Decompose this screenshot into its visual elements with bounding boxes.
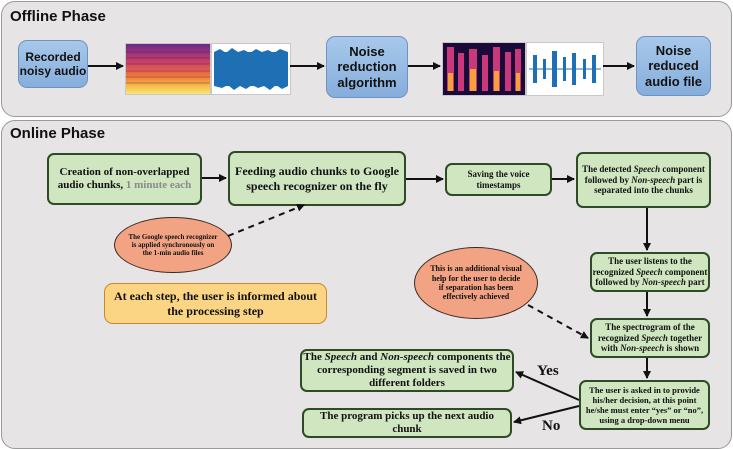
yes-label: Yes <box>537 363 559 379</box>
arrow-decision-to-saved <box>515 371 580 401</box>
saved-folders-node: The Speech and Non-speech components the… <box>300 349 514 392</box>
dashed-arrow-google-note-to-feeding <box>227 203 305 237</box>
noise-reduction-algorithm-node: Noise reduction algorithm <box>326 36 408 98</box>
no-label: No <box>542 418 561 434</box>
noise-reduced-audio-file-node: Noise reduced audio file <box>636 36 711 96</box>
spectrogram-shown-node: The spectrogram of the recognized Speech… <box>590 318 710 358</box>
saving-timestamps-node: Saving the voice timestamps <box>445 163 552 196</box>
detected-speech-node: The detected Speech component followed b… <box>576 152 711 208</box>
offline-phase-title: Offline Phase <box>10 8 106 25</box>
clean-waveform-image <box>526 42 604 96</box>
clean-spectrogram-graphic <box>443 43 525 95</box>
clean-waveform-graphic <box>529 51 601 87</box>
creation-audio-chunks-node: Creation of non-overlapped audio chunks,… <box>47 153 202 205</box>
arrow-decision-to-next <box>513 405 580 425</box>
noisy-spectrogram-graphic <box>126 44 210 94</box>
user-informed-note: At each step, the user is informed about… <box>104 283 327 324</box>
clean-spectrogram-image <box>442 42 526 96</box>
user-decision-node: The user is asked in to provide his/her … <box>579 380 710 430</box>
noisy-waveform-image <box>211 43 291 95</box>
dashed-arrow-visual-note-to-spectrogram <box>527 304 589 339</box>
visual-help-note: This is an additional visual help for th… <box>414 247 538 319</box>
google-recognizer-note: The Google speech recognizer is applied … <box>114 217 232 273</box>
user-listens-node: The user listens to the recognized Speec… <box>590 252 710 292</box>
recorded-noisy-audio-node: Recorded noisy audio <box>18 40 88 88</box>
next-audio-chunk-node: The program picks up the next audio chun… <box>302 408 512 438</box>
online-phase-title: Online Phase <box>10 125 106 142</box>
noisy-waveform-graphic <box>214 48 288 90</box>
feeding-audio-chunks-node: Feeding audio chunks to Google speech re… <box>228 151 406 206</box>
noisy-spectrogram-image <box>125 43 211 95</box>
